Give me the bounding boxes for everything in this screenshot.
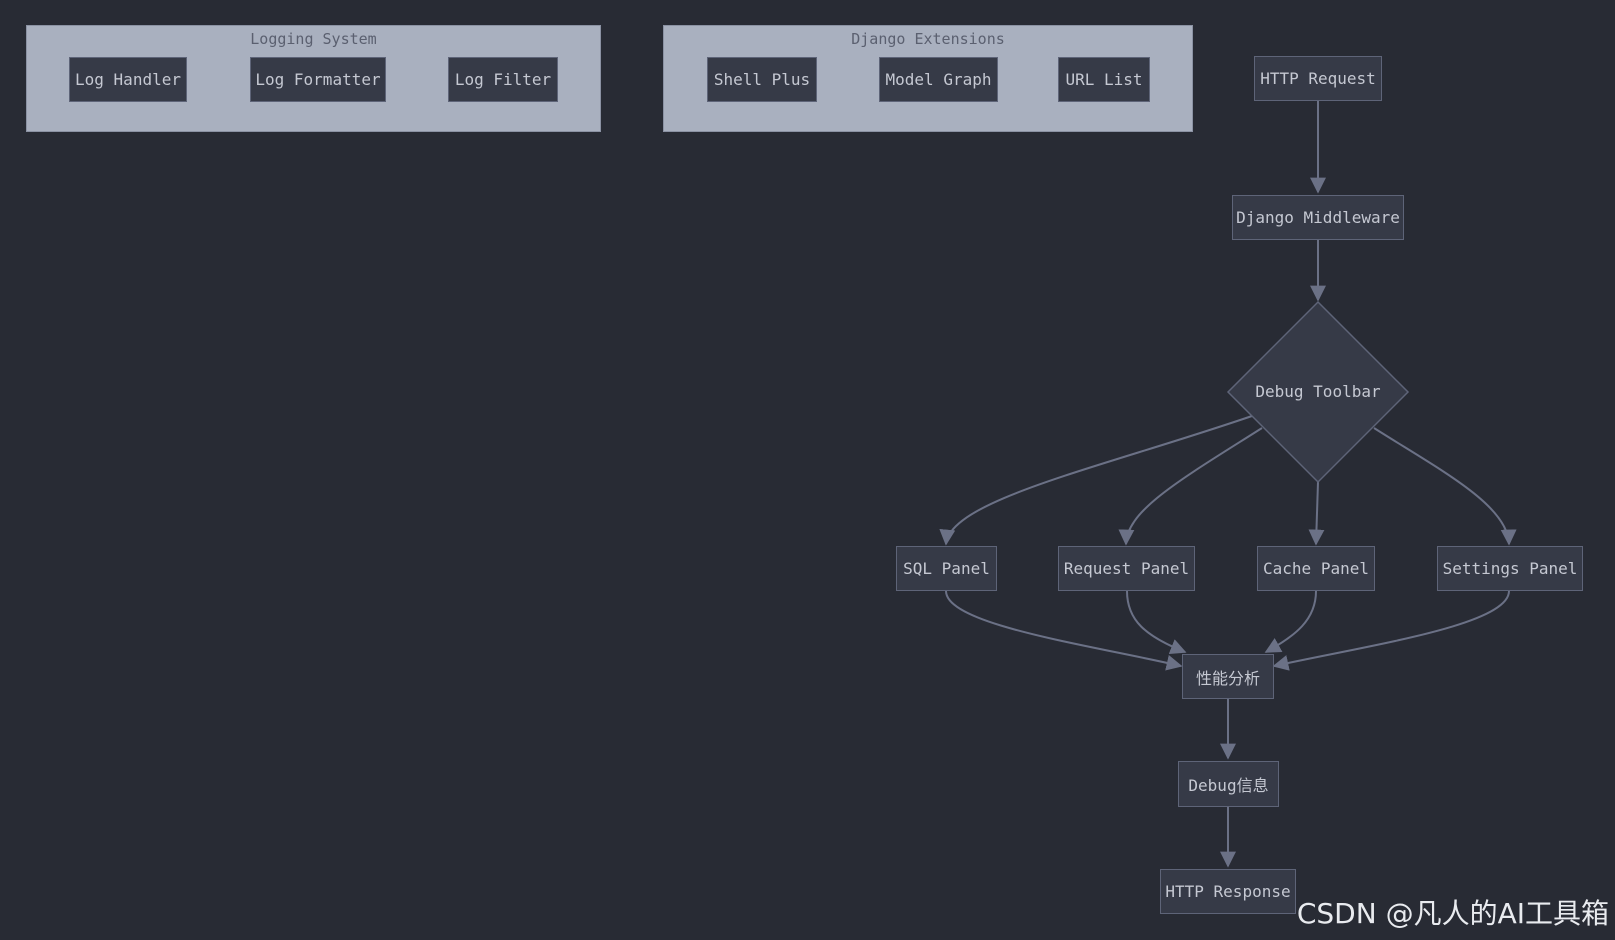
edge-toolbar-to-settings — [1373, 427, 1517, 546]
logging-system-group: Logging System Log Handler Log Formatter… — [26, 25, 601, 132]
edge-toolbar-to-sql — [939, 415, 1253, 546]
http-request-node[interactable]: HTTP Request — [1254, 56, 1382, 101]
edge-toolbar-to-request — [1118, 427, 1263, 546]
debug-info-node[interactable]: Debug信息 — [1178, 761, 1279, 807]
http-response-node[interactable]: HTTP Response — [1160, 869, 1296, 914]
debug-toolbar-label[interactable]: Debug Toolbar — [1255, 382, 1381, 401]
edge-toolbar-to-cache — [1308, 481, 1325, 546]
edge-sql-to-perf — [945, 590, 1183, 671]
django-extensions-group: Django Extensions Shell Plus Model Graph… — [663, 25, 1193, 132]
log-filter-node[interactable]: Log Filter — [448, 57, 558, 102]
log-handler-node[interactable]: Log Handler — [69, 57, 187, 102]
log-formatter-node[interactable]: Log Formatter — [250, 57, 386, 102]
settings-panel-node[interactable]: Settings Panel — [1437, 546, 1583, 591]
logging-system-title: Logging System — [250, 30, 377, 48]
csdn-watermark: CSDN @凡人的AI工具箱 — [1296, 897, 1609, 930]
performance-analysis-node[interactable]: 性能分析 — [1182, 654, 1274, 699]
cache-panel-node[interactable]: Cache Panel — [1257, 546, 1375, 591]
debug-toolbar-diamond — [1226, 300, 1410, 484]
django-extensions-title: Django Extensions — [851, 30, 1005, 48]
url-list-node[interactable]: URL List — [1058, 57, 1150, 102]
shell-plus-node[interactable]: Shell Plus — [707, 57, 817, 102]
request-panel-node[interactable]: Request Panel — [1058, 546, 1195, 591]
edge-cache-to-perf — [1264, 590, 1317, 653]
edge-request-to-perf — [1126, 590, 1187, 655]
sql-panel-node[interactable]: SQL Panel — [896, 546, 997, 591]
model-graph-node[interactable]: Model Graph — [879, 57, 998, 102]
edge-settings-to-perf — [1272, 590, 1510, 671]
django-middleware-node[interactable]: Django Middleware — [1232, 195, 1404, 240]
